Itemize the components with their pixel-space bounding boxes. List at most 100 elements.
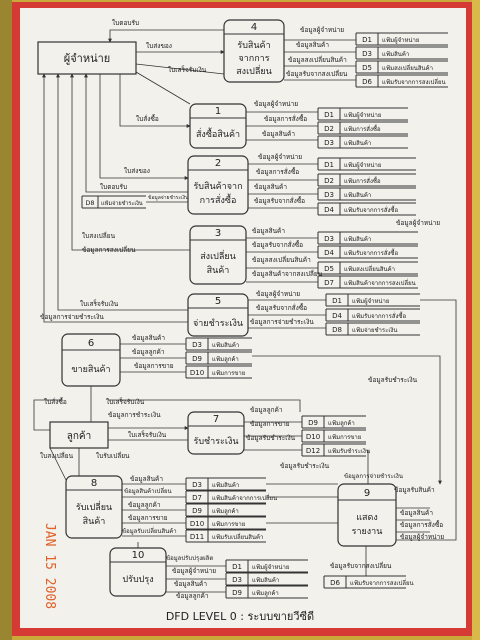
svg-text:แฟ้มรับจากการสั่งซื้อ: แฟ้มรับจากการสั่งซื้อ bbox=[344, 247, 399, 257]
svg-text:8: 8 bbox=[91, 478, 97, 489]
svg-text:1: 1 bbox=[215, 106, 221, 117]
svg-text:ข้อมูลผู้จำหน่าย: ข้อมูลผู้จำหน่าย bbox=[300, 26, 344, 34]
svg-text:สินค้า: สินค้า bbox=[83, 516, 106, 527]
store-row: D9 แฟ้มลูกค้า bbox=[301, 415, 366, 429]
svg-text:แฟ้มสินค้า: แฟ้มสินค้า bbox=[344, 140, 371, 147]
svg-text:แฟ้มการสั่งซื้อ: แฟ้มการสั่งซื้อ bbox=[344, 175, 381, 185]
svg-text:ข้อมูลการขาย: ข้อมูลการขาย bbox=[250, 420, 290, 428]
svg-text:แฟ้มสินค้า: แฟ้มสินค้า bbox=[252, 577, 279, 584]
svg-text:ข้อมูลรับจากสงเปลี่ยน: ข้อมูลรับจากสงเปลี่ยน bbox=[330, 561, 392, 570]
svg-text:ใบสงเปลี่ยน: ใบสงเปลี่ยน bbox=[82, 231, 116, 240]
svg-text:ใบส่งของ: ใบส่งของ bbox=[146, 42, 172, 50]
store-row: D8 แฟ้มจ่ายชำระเงิน bbox=[81, 195, 146, 209]
svg-text:D9: D9 bbox=[192, 507, 202, 515]
svg-text:D10: D10 bbox=[306, 433, 320, 441]
svg-text:จากการ: จากการ bbox=[238, 54, 269, 64]
svg-text:ข้อมูลสินค้าเปลี่ยน: ข้อมูลสินค้าเปลี่ยน bbox=[124, 487, 172, 495]
svg-text:D3: D3 bbox=[192, 481, 202, 489]
svg-text:แฟ้มผู้จำหน่าย: แฟ้มผู้จำหน่าย bbox=[344, 162, 381, 169]
svg-text:ข้อมูลการจ่ายชำระเงิน: ข้อมูลการจ่ายชำระเงิน bbox=[40, 313, 104, 321]
svg-text:แฟ้มสินค้า: แฟ้มสินค้า bbox=[344, 236, 371, 243]
svg-text:แฟ้มผู้จำหน่าย: แฟ้มผู้จำหน่าย bbox=[344, 112, 381, 119]
svg-text:D12: D12 bbox=[306, 447, 320, 455]
store-row: D7 แฟ้มสินค้าจากการเปลี่ยน bbox=[185, 490, 277, 504]
svg-text:ข้อมูลรับจากสงเปลี่ยน: ข้อมูลรับจากสงเปลี่ยน bbox=[286, 69, 348, 78]
svg-text:ข้อมูลสินค้า: ข้อมูลสินค้า bbox=[400, 509, 433, 517]
right-edge bbox=[472, 0, 480, 640]
store-row: D4 แฟ้มรับจากการสั่งซื้อ bbox=[317, 202, 416, 216]
svg-text:ข้อมูลการชำระเงิน: ข้อมูลการชำระเงิน bbox=[108, 411, 161, 419]
store-row: D5 แฟ้มสงเปลี่ยนสินค้า bbox=[317, 261, 418, 275]
svg-text:D2: D2 bbox=[324, 177, 334, 185]
svg-text:ข้อมูลจ่ายชำระเงิน: ข้อมูลจ่ายชำระเงิน bbox=[148, 194, 189, 201]
svg-text:ใบส่งของ: ใบส่งของ bbox=[124, 167, 150, 175]
svg-text:ข้อมูลรับจากสั่งซื้อ: ข้อมูลรับจากสั่งซื้อ bbox=[252, 240, 303, 249]
svg-text:D3: D3 bbox=[324, 139, 334, 147]
svg-text:ข้อมูลผู้จำหน่าย: ข้อมูลผู้จำหน่าย bbox=[254, 100, 298, 108]
svg-text:ข้อมูลการสั่งซื้อ: ข้อมูลการสั่งซื้อ bbox=[256, 167, 299, 176]
svg-text:ใบตอบรับ: ใบตอบรับ bbox=[112, 19, 139, 27]
svg-text:แสดง: แสดง bbox=[356, 513, 378, 523]
svg-text:D9: D9 bbox=[232, 589, 242, 597]
svg-text:5: 5 bbox=[215, 296, 221, 307]
svg-text:แฟ้มลูกค้า: แฟ้มลูกค้า bbox=[252, 590, 279, 597]
paper-sheet bbox=[20, 8, 466, 628]
svg-text:D11: D11 bbox=[190, 533, 204, 541]
svg-text:ข้อมูลสงเปลี่ยนสินค้า: ข้อมูลสงเปลี่ยนสินค้า bbox=[288, 55, 347, 64]
process-2: 2 รับสินค้าจาก การสั่งซื้อ bbox=[187, 155, 249, 215]
svg-text:ข้อมูลรับชำระเงิน: ข้อมูลรับชำระเงิน bbox=[368, 376, 418, 384]
svg-text:ส่งเปลี่ยน: ส่งเปลี่ยน bbox=[200, 249, 236, 262]
svg-text:แฟ้มรับจากการสงเปลี่ยน: แฟ้มรับจากการสงเปลี่ยน bbox=[350, 579, 414, 587]
process-3: 3 ส่งเปลี่ยน สินค้า bbox=[189, 225, 247, 285]
store-row: D3 แฟ้มสินค้า bbox=[317, 187, 416, 201]
store-row: D3 แฟ้มสินค้า bbox=[317, 135, 408, 149]
svg-text:ข้อมูลลูกค้า: ข้อมูลลูกค้า bbox=[250, 406, 283, 414]
svg-text:D1: D1 bbox=[362, 36, 372, 44]
store-row: D1 แฟ้มผู้จำหน่าย bbox=[317, 107, 408, 121]
store-row: D1 แฟ้มผู้จำหน่าย bbox=[325, 293, 420, 307]
store-row: D1 แฟ้มผู้จำหน่าย bbox=[355, 32, 448, 46]
svg-text:แฟ้มสงเปลี่ยนสินค้า: แฟ้มสงเปลี่ยนสินค้า bbox=[344, 265, 395, 273]
store-row: D10 แฟ้มการขาย bbox=[185, 365, 252, 379]
svg-text:D1: D1 bbox=[232, 563, 242, 571]
store-row: D1 แฟ้มผู้จำหน่าย bbox=[225, 559, 308, 573]
svg-text:แฟ้มผู้จำหน่าย: แฟ้มผู้จำหน่าย bbox=[382, 37, 419, 44]
svg-text:ใบเสร็จรับเงิน: ใบเสร็จรับเงิน bbox=[80, 299, 119, 308]
svg-text:ข้อมูลสงเปลี่ยนสินค้า: ข้อมูลสงเปลี่ยนสินค้า bbox=[252, 255, 311, 264]
store-row: D9 แฟ้มลูกค้า bbox=[185, 503, 266, 517]
store-row: D6 แฟ้มรับจากการสงเปลี่ยน bbox=[355, 74, 448, 88]
svg-text:ข้อมูลสินค้า: ข้อมูลสินค้า bbox=[174, 580, 207, 588]
entity-supplier-label: ผู้จำหน่าย bbox=[64, 52, 110, 65]
svg-text:ข้อมูลรับสินค้า: ข้อมูลรับสินค้า bbox=[394, 486, 435, 494]
svg-text:D4: D4 bbox=[324, 249, 334, 257]
svg-text:ใบรับเปลี่ยน: ใบรับเปลี่ยน bbox=[96, 451, 130, 460]
svg-text:D9: D9 bbox=[308, 419, 318, 427]
svg-text:แฟ้มสินค้าจากการเปลี่ยน: แฟ้มสินค้าจากการเปลี่ยน bbox=[212, 494, 277, 502]
svg-text:ข้อมูลการสั่งซื้อ: ข้อมูลการสั่งซื้อ bbox=[400, 520, 443, 529]
svg-text:ข้อมูลลูกค้า: ข้อมูลลูกค้า bbox=[128, 501, 161, 509]
svg-text:ข้อมูลสินค้า: ข้อมูลสินค้า bbox=[130, 475, 163, 483]
svg-text:แฟ้มสินค้า: แฟ้มสินค้า bbox=[344, 192, 371, 199]
svg-text:แฟ้มรับจากการสั่งซื้อ: แฟ้มรับจากการสั่งซื้อ bbox=[352, 310, 407, 320]
svg-text:9: 9 bbox=[364, 488, 370, 499]
svg-text:D3: D3 bbox=[324, 235, 334, 243]
store-row: D2 แฟ้มการสั่งซื้อ bbox=[317, 173, 416, 187]
svg-text:แฟ้มสินค้า: แฟ้มสินค้า bbox=[382, 51, 409, 58]
store-row: D1 แฟ้มผู้จำหน่าย bbox=[317, 157, 416, 171]
entity-customer-label: ลูกค้า bbox=[67, 430, 92, 442]
svg-text:4: 4 bbox=[251, 22, 257, 33]
svg-text:ข้อมูลสินค้า: ข้อมูลสินค้า bbox=[254, 183, 287, 191]
svg-text:แฟ้มสินค้าจากการสงเปลี่ยน: แฟ้มสินค้าจากการสงเปลี่ยน bbox=[344, 279, 416, 287]
svg-text:D6: D6 bbox=[330, 579, 340, 587]
store-row: D10 แฟ้มการขาย bbox=[185, 516, 266, 530]
svg-text:D8: D8 bbox=[85, 199, 94, 207]
svg-text:จ่ายชำระเงิน: จ่ายชำระเงิน bbox=[193, 318, 243, 329]
svg-text:แฟ้มรับจากการสงเปลี่ยน: แฟ้มรับจากการสงเปลี่ยน bbox=[382, 78, 446, 86]
svg-text:D7: D7 bbox=[192, 494, 202, 502]
svg-text:ใบสั่งซื้อ: ใบสั่งซื้อ bbox=[44, 397, 67, 406]
svg-text:แฟ้มลูกค้า: แฟ้มลูกค้า bbox=[212, 356, 239, 363]
svg-text:ใบตอบรับ: ใบตอบรับ bbox=[100, 183, 127, 191]
svg-text:D6: D6 bbox=[362, 78, 372, 86]
